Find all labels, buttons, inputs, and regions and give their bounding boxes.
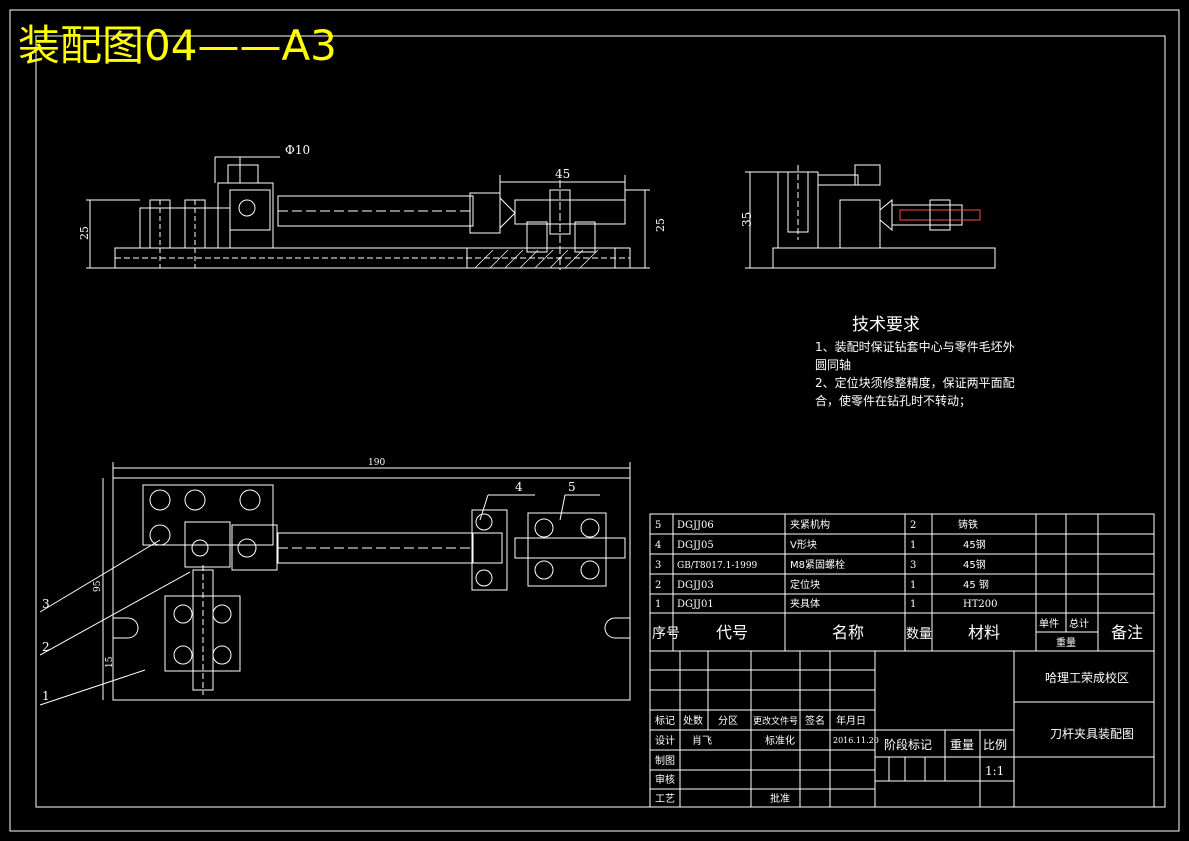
bom-mat-2: 45 钢 [963, 578, 989, 591]
bom-rows: 5 DGJJ06 夹紧机构 2 铸铁 4 DGJJ05 V形块 1 45钢 3 … [655, 518, 997, 610]
bom-header-code: 代号 [716, 623, 748, 642]
process-label: 工艺 [655, 793, 675, 805]
scale-label: 比例 [983, 738, 1007, 752]
bom-header-material: 材料 [968, 623, 1000, 642]
tech-line-4: 合，使零件在钻孔时不转动； [815, 393, 971, 408]
school-name: 哈理工荣成校区 [1045, 670, 1129, 685]
standardize-label: 标准化 [765, 734, 795, 747]
design-label: 设计 [655, 734, 675, 747]
bom-name-4: V形块 [790, 539, 817, 551]
bom-name-3: M8紧固螺栓 [790, 558, 845, 571]
top-dim-width: 95 [93, 580, 103, 592]
bom-qty-2: 1 [910, 580, 916, 591]
bom-seq-1: 1 [655, 599, 661, 610]
side-dim-height: 35 [740, 212, 754, 227]
scale-value: 1:1 [985, 764, 1004, 778]
inner-frame [35, 35, 1166, 808]
bom-code-3: GB/T8017.1-1999 [677, 561, 758, 571]
balloon-1: 1 [42, 689, 50, 703]
stage-label: 阶段标记 [884, 737, 932, 752]
side-view [745, 164, 996, 269]
title-block-text: 标记 处数 分区 更改文件号 签名 年月日 设计 肖飞 标准化 2016.11.… [655, 670, 1134, 805]
rev-h-zone: 分区 [718, 715, 738, 727]
bom-qty-5: 2 [910, 520, 916, 531]
bom-qty-3: 3 [910, 560, 916, 571]
drawing-title: 装配图04——A3 [18, 21, 337, 70]
tech-line-1: 1、装配时保证钻套中心与零件毛坯外 [815, 339, 1015, 354]
bom-header-seq: 序号 [652, 626, 680, 642]
designer-name: 肖飞 [692, 734, 712, 747]
bom-code-1: DGJJ01 [677, 599, 714, 610]
title-block [649, 650, 1155, 808]
balloon-2: 2 [42, 640, 50, 654]
bom-mat-3: 45钢 [963, 558, 986, 571]
bom-mat-1: HT200 [963, 599, 997, 610]
approve-label: 批准 [770, 792, 790, 805]
front-dim-height: 25 [78, 226, 91, 240]
bom-name-1: 夹具体 [790, 597, 820, 610]
outer-border [9, 9, 1180, 832]
draw-label: 制图 [655, 754, 675, 767]
rev-h-mark: 标记 [655, 715, 675, 727]
bom-header-remark: 备注 [1111, 623, 1143, 642]
rev-h-count: 处数 [683, 714, 703, 727]
bom-header: 序号 代号 名称 数量 材料 单件 总计 重量 备注 [652, 617, 1143, 649]
bom-header-qty: 数量 [906, 627, 932, 642]
balloon-3: 3 [42, 597, 50, 611]
top-view [39, 462, 631, 706]
bom-header-weight: 重量 [1056, 636, 1076, 649]
tech-line-3: 2、定位块须修整精度，保证两平面配 [815, 375, 1015, 390]
bom-qty-4: 1 [910, 540, 916, 551]
drawing-name: 刀杆夹具装配图 [1050, 727, 1134, 741]
weight-label: 重量 [950, 738, 974, 752]
balloon-5: 5 [568, 480, 576, 494]
top-dim-small: 15 [105, 656, 115, 668]
rev-h-sign: 签名 [805, 714, 825, 727]
front-view [86, 156, 650, 270]
top-dim-total-length: 190 [368, 458, 385, 468]
bom-seq-5: 5 [655, 520, 661, 531]
bom-code-5: DGJJ06 [677, 520, 714, 531]
bom-code-2: DGJJ03 [677, 580, 714, 591]
bom-code-4: DGJJ05 [677, 540, 714, 551]
bom-table [649, 513, 1155, 652]
bom-seq-3: 3 [655, 560, 661, 571]
review-label: 审核 [655, 773, 675, 786]
bom-header-name: 名称 [832, 623, 864, 642]
bom-mat-4: 45钢 [963, 538, 986, 551]
design-date: 2016.11.20 [833, 736, 879, 745]
rev-h-docno: 更改文件号 [753, 715, 798, 727]
front-dim-bore: Φ10 [285, 143, 310, 157]
bom-header-unit: 单件 [1039, 618, 1059, 630]
bom-name-2: 定位块 [790, 578, 820, 591]
bom-qty-1: 1 [910, 599, 916, 610]
bom-header-total: 总计 [1069, 617, 1089, 630]
front-dim-right-height: 25 [654, 218, 667, 232]
rev-h-date: 年月日 [836, 714, 866, 727]
tech-line-2: 圆同轴 [815, 357, 851, 372]
front-dim-length: 45 [555, 167, 570, 181]
bom-seq-4: 4 [655, 540, 661, 551]
bom-name-5: 夹紧机构 [790, 518, 830, 531]
bom-seq-2: 2 [655, 580, 661, 591]
tech-heading: 技术要求 [852, 315, 920, 335]
balloon-4: 4 [515, 480, 523, 494]
bom-mat-5: 铸铁 [958, 518, 978, 531]
